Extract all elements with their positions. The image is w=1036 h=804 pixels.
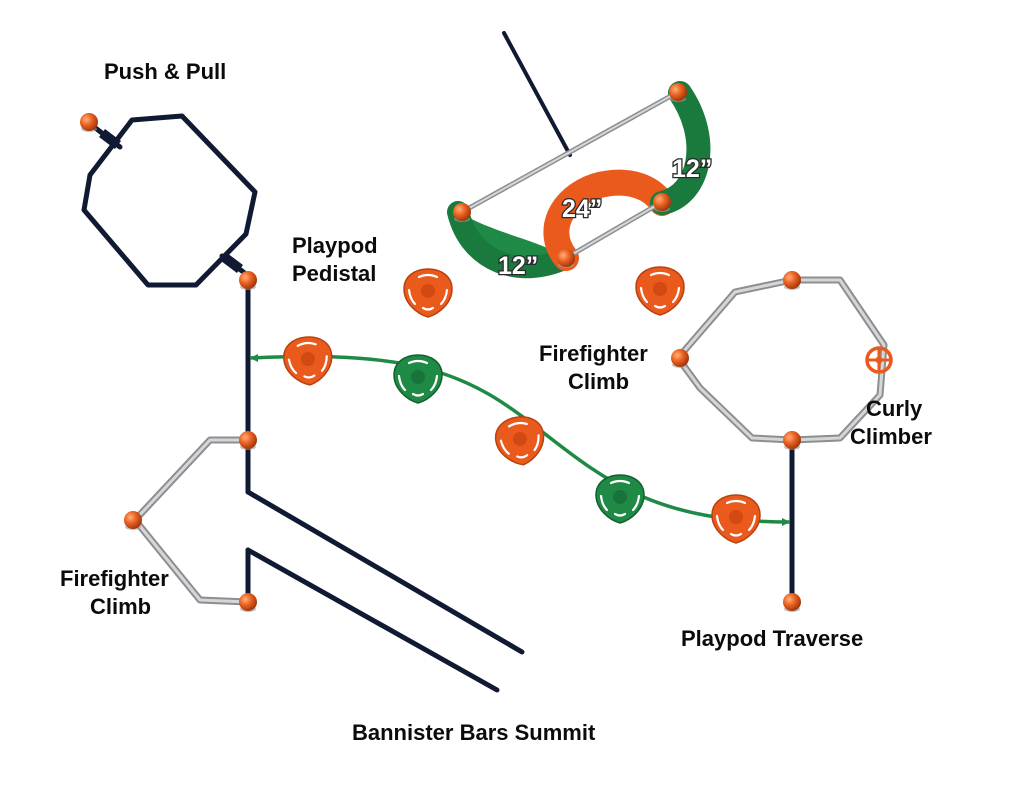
orange-ball-icon [239,271,257,290]
orange-ball-icon [557,249,575,268]
orange-ball-icon [783,593,801,612]
orange-ball-icon [453,203,471,222]
measurement-lower: 12” [498,252,538,280]
firefighter-climb-right-hexagon [674,276,888,444]
orange-ball-icon [783,271,801,290]
label-curly-climber-line2: Climber [850,424,932,449]
label-playpod-traverse: Playpod Traverse [681,626,863,651]
playpod-traverse-1 [280,333,336,389]
push-pull-hexagon [81,113,258,288]
playpod-traverse-2 [392,353,444,405]
label-firefighter-climb-left-line2: Climb [90,594,151,619]
measurement-upper: 12” [672,155,712,183]
label-push-pull: Push & Pull [104,59,226,84]
orange-ball-icon [80,113,98,132]
orange-ball-icon [239,593,257,612]
label-playpod-pedistal-line1: Playpod [292,233,378,258]
playpod-traverse-4 [594,473,646,525]
measurement-middle: 24” [562,195,602,223]
bannister-bars [245,489,525,693]
orange-ball-icon [653,193,671,212]
label-firefighter-climb-right-line2: Climb [568,369,629,394]
orange-ball-icon [669,83,687,102]
label-curly-climber-line1: Curly [866,396,923,421]
playpod-pedistal-left [402,267,454,319]
bow-structure [447,31,711,279]
label-bannister-bars-summit: Bannister Bars Summit [352,720,596,745]
arrow-left-end [250,354,258,362]
wheel-icon [865,346,893,374]
label-firefighter-climb-left-line1: Firefighter [60,566,169,591]
orange-ball-icon [239,431,257,450]
playpod-pedistal-right [634,265,686,317]
label-firefighter-climb-right-line1: Firefighter [539,341,648,366]
playpod-traverse-3 [491,412,549,470]
playpod-traverse-5 [710,493,762,545]
orange-ball-icon [124,511,142,530]
arrow-right-end [782,518,790,526]
orange-ball-icon [783,431,801,450]
orange-ball-icon [671,349,689,368]
label-playpod-pedistal-line2: Pedistal [292,261,376,286]
